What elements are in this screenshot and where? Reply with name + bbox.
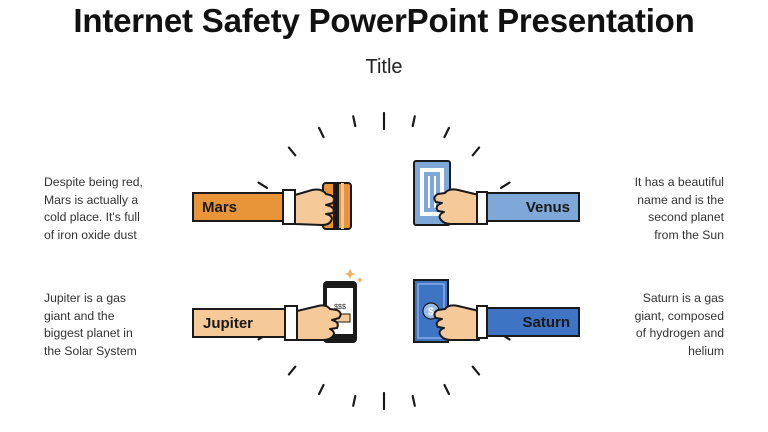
mars-label: Mars	[202, 198, 238, 216]
venus-sleeve: Venus	[486, 192, 580, 222]
tick-mark	[443, 126, 450, 139]
saturn-description: Saturn is a gas giant, composed of hydro…	[634, 291, 724, 358]
banknote-symbol: $	[428, 306, 434, 318]
slide-subtitle: Title	[365, 56, 403, 78]
phone-amount: $$$	[334, 304, 346, 311]
tick-mark	[352, 115, 357, 128]
tick-mark	[318, 126, 325, 139]
tick-mark	[352, 394, 357, 407]
tick-mark	[287, 365, 297, 376]
saturn-sleeve: Saturn	[486, 307, 580, 337]
sparkle-icon	[344, 269, 356, 279]
mars-description: Despite being red, Mars is actually a co…	[44, 175, 143, 242]
tick-mark	[499, 181, 511, 189]
jupiter-label: Jupiter	[203, 314, 254, 332]
tick-mark	[411, 115, 416, 128]
tick-mark	[257, 181, 269, 189]
tick-mark	[471, 146, 481, 157]
venus-label: Venus	[525, 198, 570, 216]
mars-sleeve: Mars	[192, 192, 284, 222]
page-title: Internet Safety PowerPoint Presentation	[73, 2, 695, 39]
saturn-label: Saturn	[522, 313, 570, 331]
venus-description: It has a beautiful name and is the secon…	[634, 175, 724, 242]
tick-mark	[287, 146, 297, 157]
sparkle-icon	[357, 277, 363, 283]
tick-mark	[443, 383, 450, 396]
tick-mark	[471, 365, 481, 376]
jupiter-description: Jupiter is a gas giant and the biggest p…	[44, 291, 137, 358]
tick-mark	[411, 394, 416, 407]
tick-mark	[318, 383, 325, 396]
jupiter-sleeve: Jupiter	[192, 308, 286, 338]
